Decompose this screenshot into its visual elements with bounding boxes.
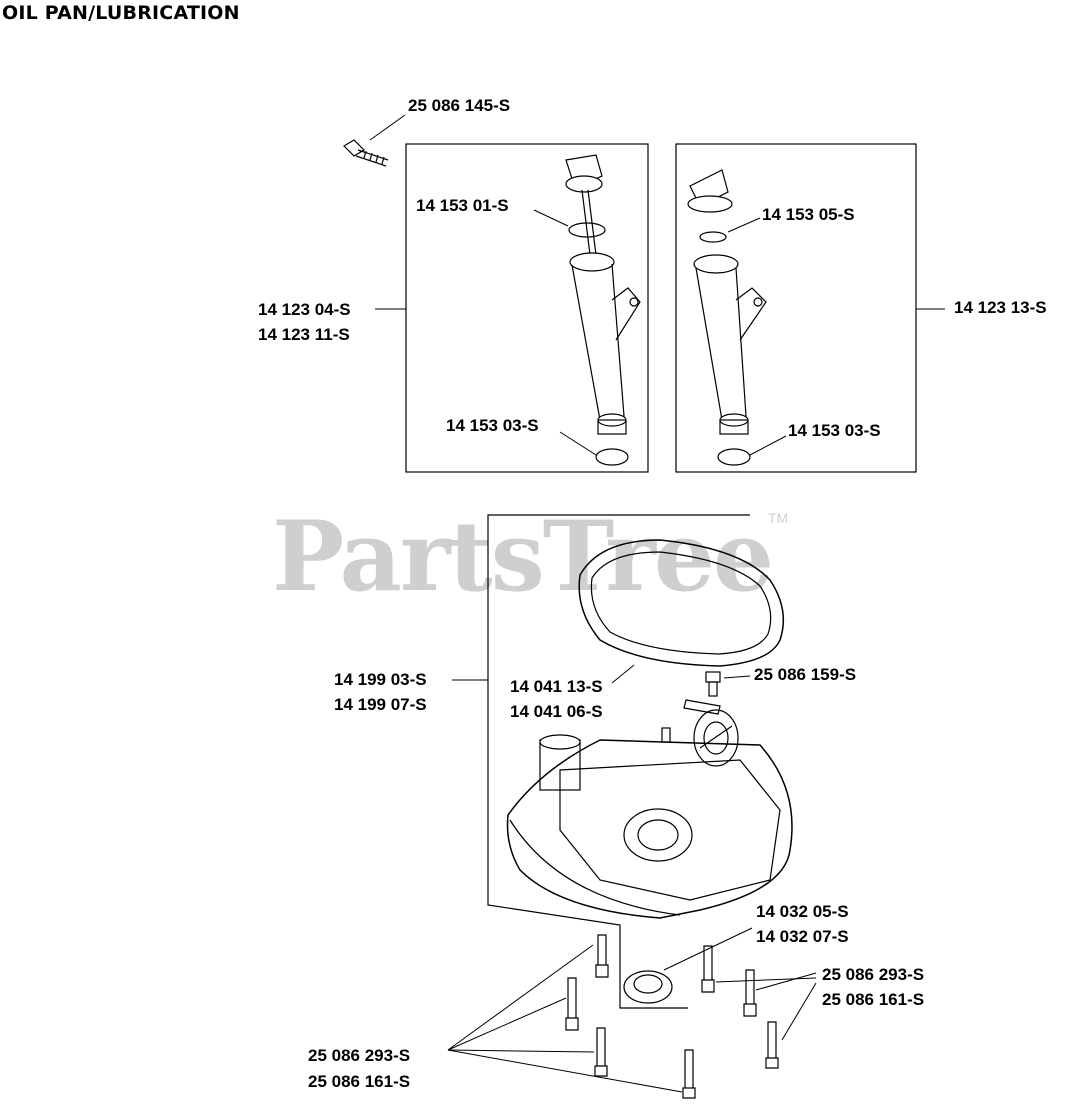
oil-slinger: [683, 699, 721, 715]
label-oring-14153105: 14 153 05-S: [762, 205, 855, 224]
watermark-trademark: TM: [768, 510, 789, 526]
oil-pan: [506, 734, 793, 919]
label-gasket-14041113: 14 041 13-S: [510, 677, 603, 696]
label-oilseal-14032107: 14 032 07-S: [756, 927, 849, 946]
pan-bracket: [487, 514, 750, 1009]
oil-seal: [623, 970, 673, 1004]
left-dipstick-tube: [565, 154, 641, 466]
leader-lines: [369, 114, 945, 1093]
label-bolts-right-25086293: 25 086 293-S: [822, 965, 925, 984]
label-tube-14123113: 14 123 13-S: [954, 298, 1047, 317]
label-pan-14199103: 14 199 03-S: [334, 670, 427, 689]
label-oilseal-14032105: 14 032 05-S: [756, 902, 849, 921]
top-bolt: [343, 139, 389, 167]
right-dipstick-tube: [687, 169, 767, 466]
right-kit-box: [675, 143, 917, 473]
label-pan-14199107: 14 199 07-S: [334, 695, 427, 714]
label-bolts-right-25086161: 25 086 161-S: [822, 990, 925, 1009]
label-tube-14123104: 14 123 04-S: [258, 300, 351, 319]
label-gasket-14041106: 14 041 06-S: [510, 702, 603, 721]
label-seal-right-14153103: 14 153 03-S: [788, 421, 881, 440]
label-seal-left-14153103: 14 153 03-S: [446, 416, 539, 435]
pan-bolts: [565, 934, 779, 1099]
label-screw-25086159: 25 086 159-S: [754, 665, 857, 684]
gasket: [578, 539, 785, 667]
left-kit-box: [405, 143, 649, 473]
label-bolts-left-25086293: 25 086 293-S: [308, 1046, 411, 1065]
page-title: OIL PAN/LUBRICATION: [2, 2, 240, 24]
screw-25086159: [705, 671, 721, 697]
label-oring-14153101: 14 153 01-S: [416, 196, 509, 215]
governor-gear: [693, 709, 739, 767]
pin: [661, 727, 671, 743]
label-tube-14123111: 14 123 11-S: [258, 325, 350, 344]
label-bolt-25086145: 25 086 145-S: [408, 96, 511, 115]
label-bolts-left-25086161: 25 086 161-S: [308, 1072, 411, 1091]
